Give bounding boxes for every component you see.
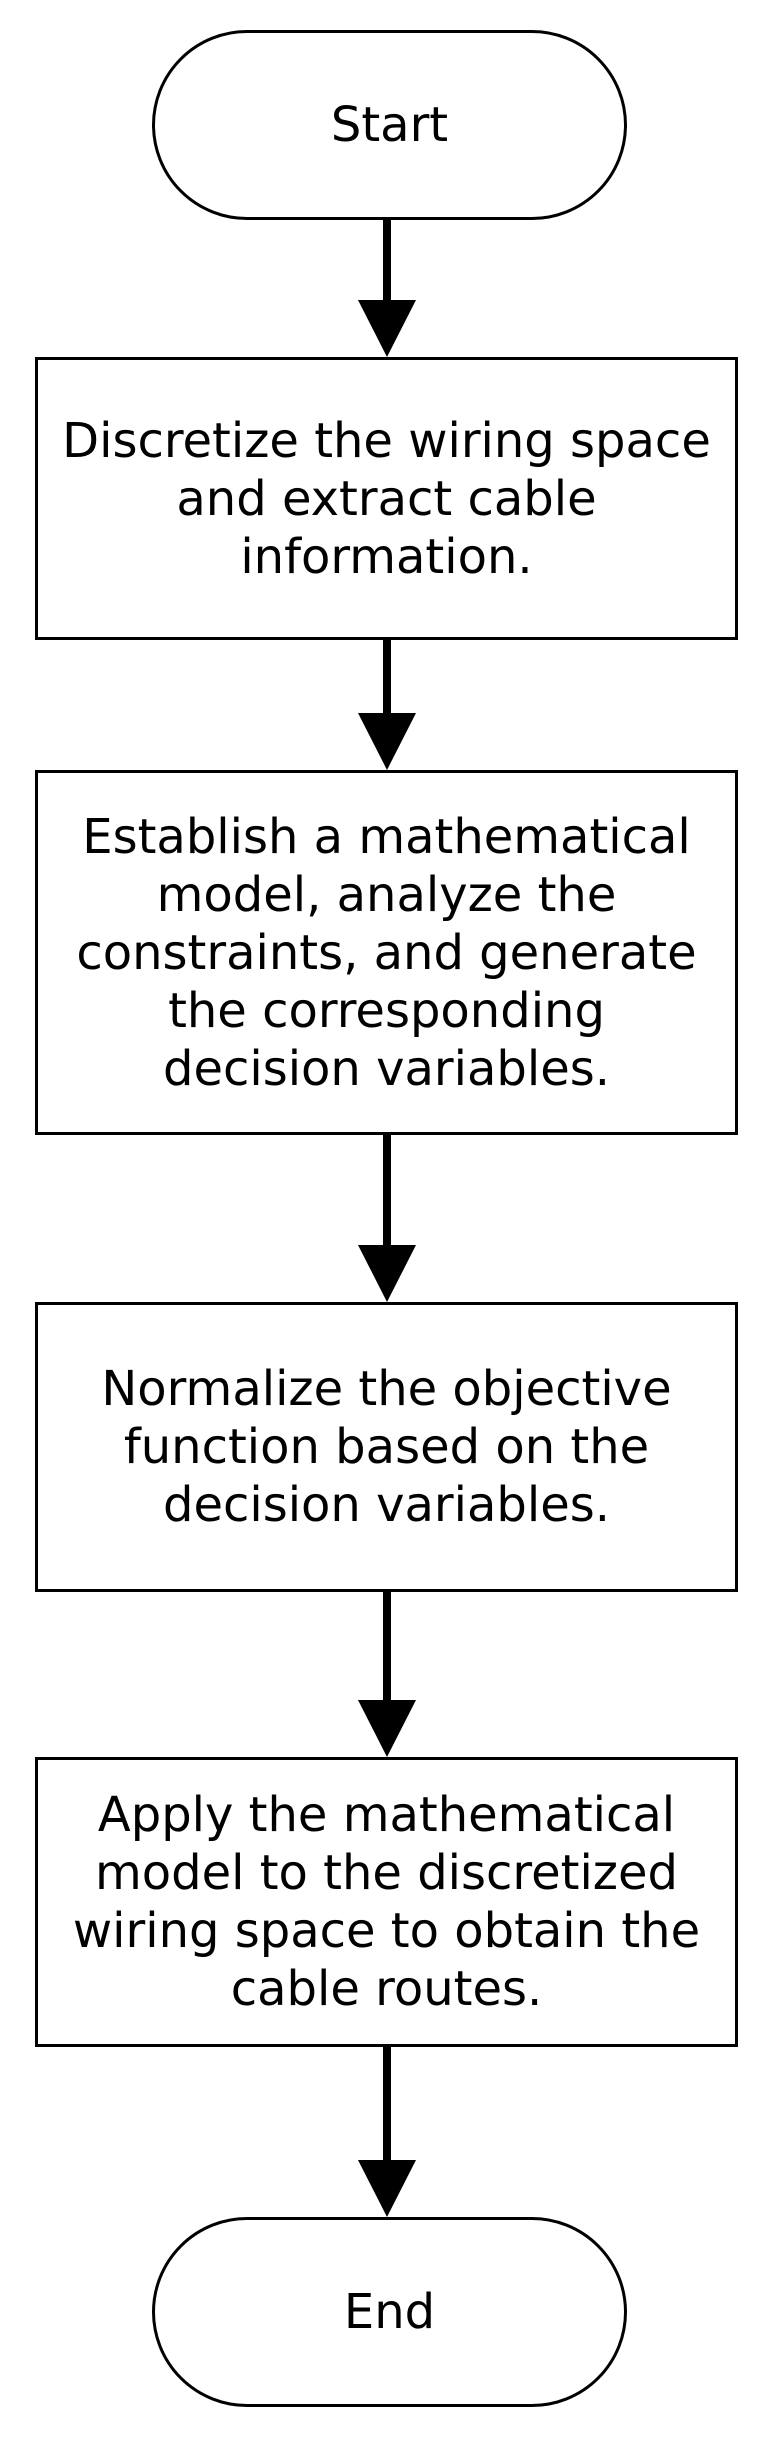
arrow-step4-to-end [358,2045,416,2217]
step-establish-model-label: Establish a mathematical model, analyze … [76,808,697,1097]
step-apply-model-box: Apply the mathematical model to the disc… [35,1757,738,2047]
start-terminal: Start [152,30,627,220]
step-discretize-box: Discretize the wiring space and extract … [35,357,738,640]
start-label: Start [330,97,449,153]
arrow-step2-to-step3 [358,1133,416,1302]
arrow-start-to-step1 [358,218,416,357]
step-normalize-box: Normalize the objective function based o… [35,1302,738,1592]
end-terminal: End [152,2217,627,2407]
step-discretize-label: Discretize the wiring space and extract … [62,412,711,585]
step-establish-model-box: Establish a mathematical model, analyze … [35,770,738,1135]
step-apply-model-label: Apply the mathematical model to the disc… [72,1787,701,2017]
end-label: End [343,2284,436,2340]
step-normalize-label: Normalize the objective function based o… [101,1361,672,1533]
arrow-step3-to-step4 [358,1590,416,1757]
arrow-step1-to-step2 [358,638,416,770]
